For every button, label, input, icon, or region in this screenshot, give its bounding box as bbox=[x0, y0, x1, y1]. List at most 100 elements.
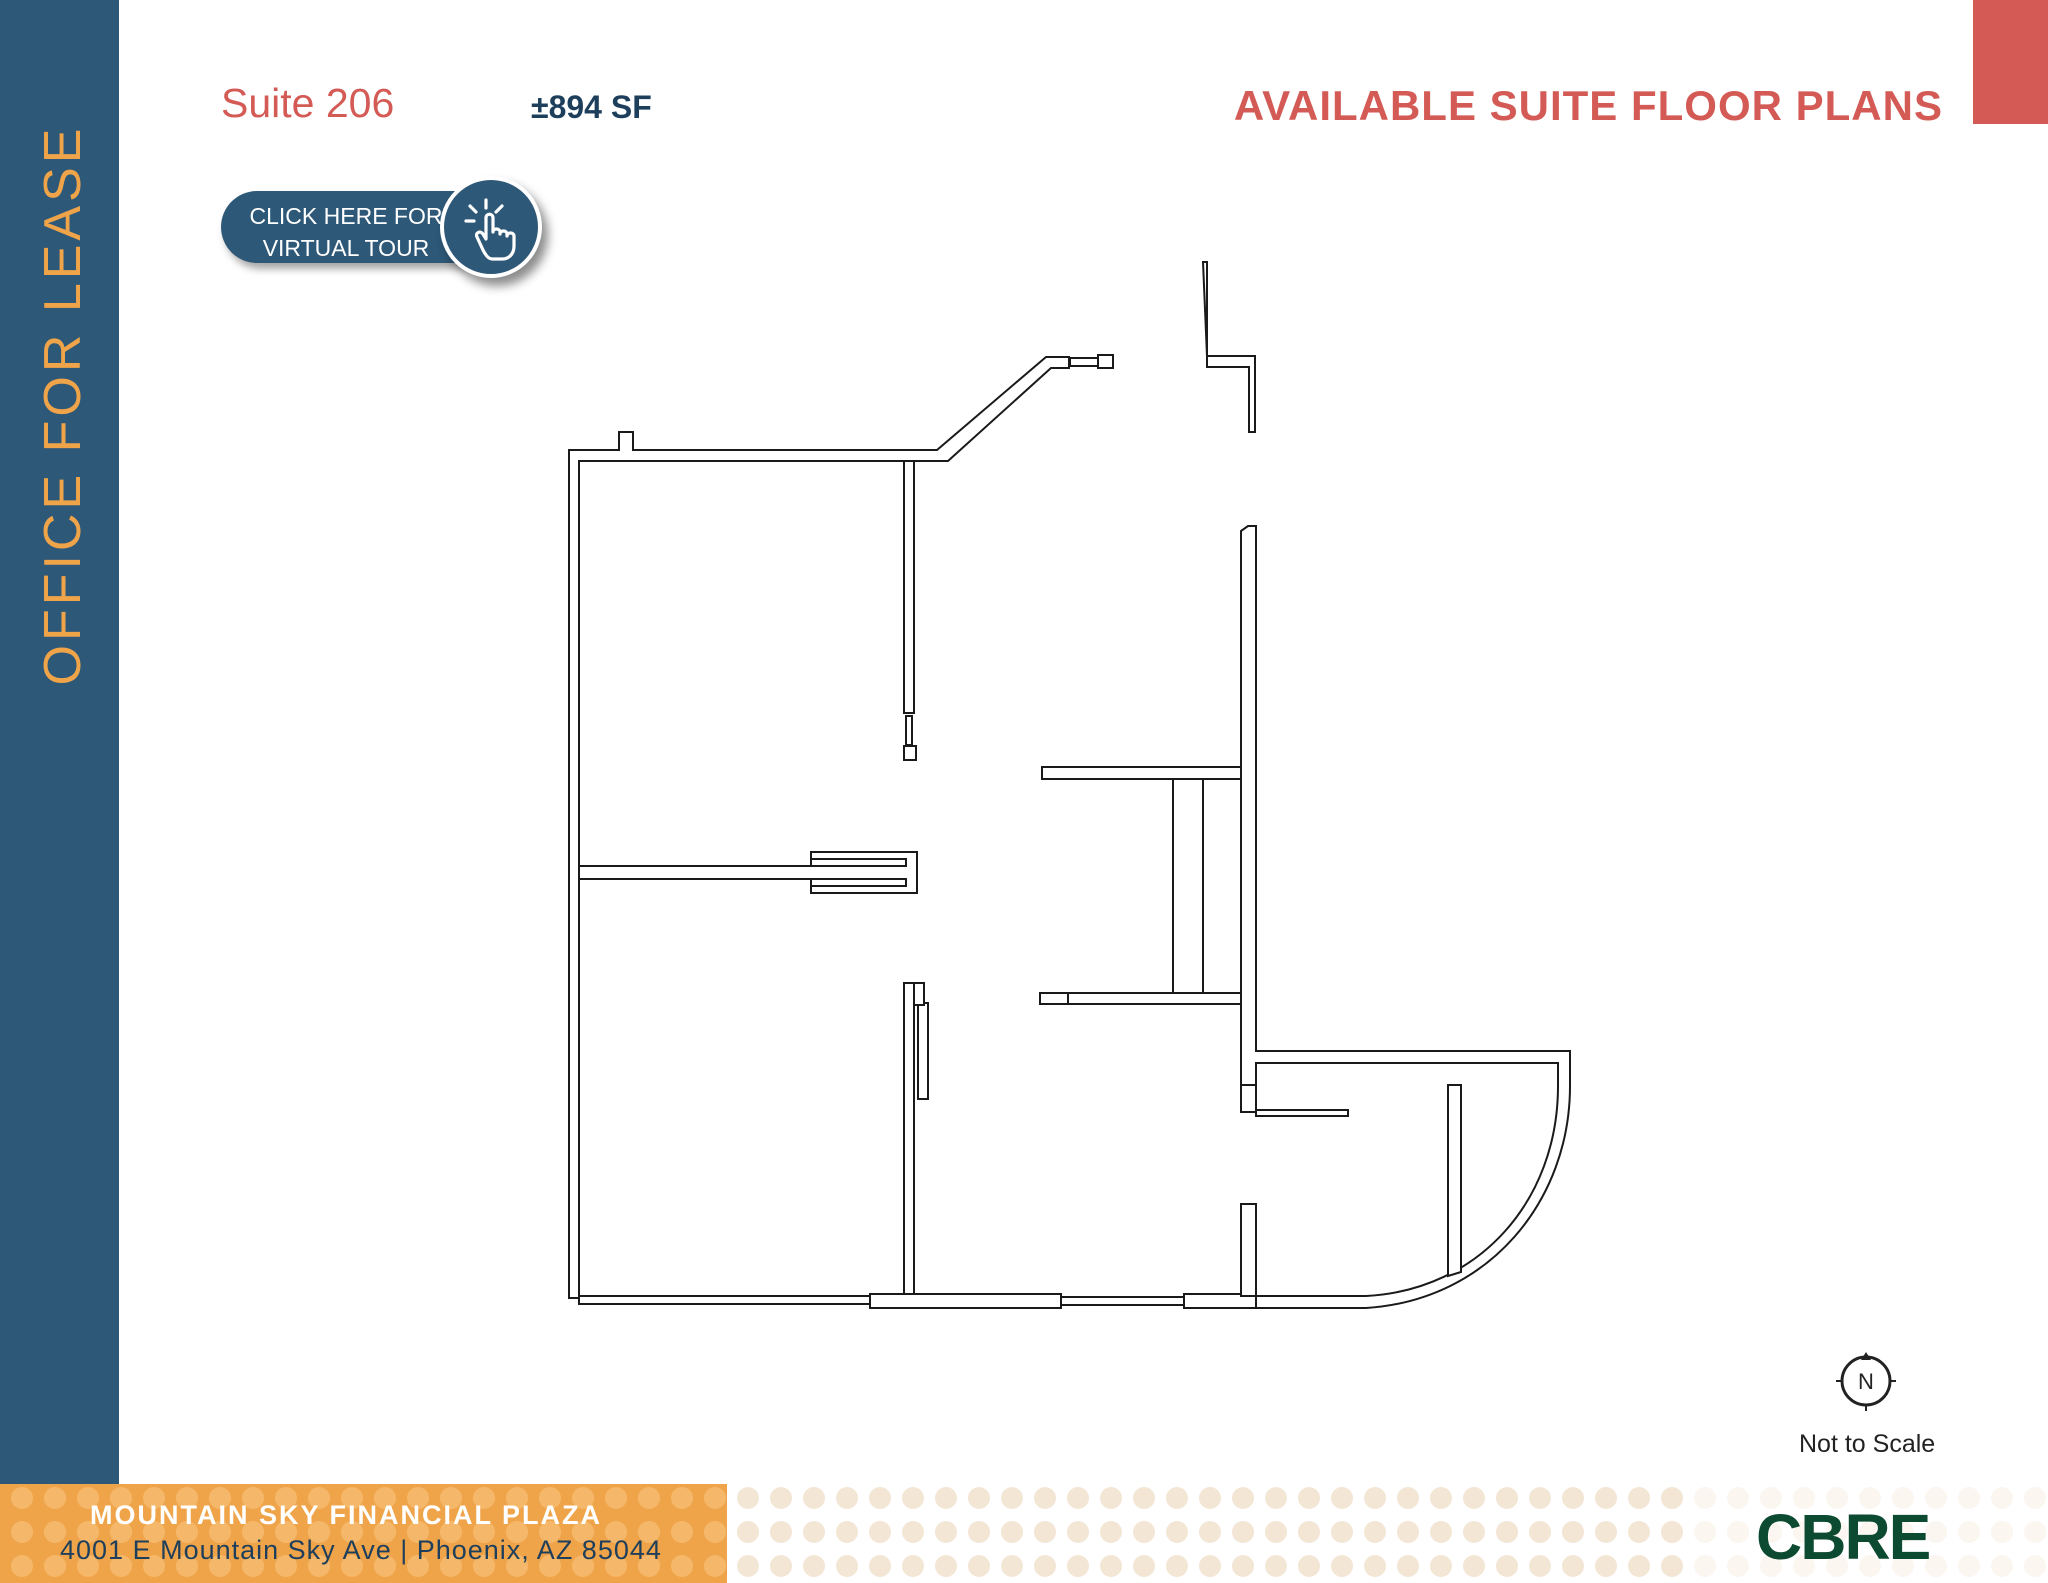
footer-dot bbox=[1001, 1487, 1023, 1509]
footer-dot bbox=[704, 1555, 726, 1577]
footer-dot bbox=[1892, 1487, 1914, 1509]
footer-dot bbox=[275, 1521, 297, 1543]
footer-dot bbox=[803, 1487, 825, 1509]
footer-dot bbox=[1727, 1555, 1749, 1577]
footer-dot bbox=[242, 1521, 264, 1543]
footer-dot bbox=[44, 1521, 66, 1543]
footer-dot bbox=[1133, 1555, 1155, 1577]
floor-plan-wall-bath-bar bbox=[1255, 1109, 1349, 1117]
footer-dot bbox=[1760, 1555, 1782, 1577]
floor-plan-window-mid bbox=[1060, 1296, 1185, 1306]
floor-plan-door-stub bbox=[905, 715, 913, 746]
floor-plan-window-left bbox=[578, 1295, 871, 1305]
footer-dot bbox=[176, 1521, 198, 1543]
footer-dot bbox=[1265, 1555, 1287, 1577]
footer-dot bbox=[671, 1521, 693, 1543]
footer-dot bbox=[1133, 1521, 1155, 1543]
footer-dot bbox=[506, 1555, 528, 1577]
footer-dot bbox=[1925, 1521, 1947, 1543]
footer-dot bbox=[1067, 1555, 1089, 1577]
scale-note: Not to Scale bbox=[1799, 1430, 1936, 1458]
floor-plan-wall-bath-3 bbox=[1447, 1084, 1462, 1278]
footer-dot bbox=[374, 1521, 396, 1543]
footer-dot bbox=[1265, 1521, 1287, 1543]
footer-dot bbox=[242, 1555, 264, 1577]
footer-dot bbox=[275, 1487, 297, 1509]
footer-dot bbox=[572, 1555, 594, 1577]
footer-dot bbox=[440, 1521, 462, 1543]
virtual-tour-button[interactable]: CLICK HERE FOR VIRTUAL TOUR bbox=[221, 176, 542, 286]
footer-dot bbox=[1661, 1555, 1683, 1577]
floor-plan-wall-bottom-left bbox=[869, 1293, 1062, 1309]
footer-dot bbox=[1496, 1521, 1518, 1543]
floor-plan-wall-bath-2 bbox=[1240, 1203, 1257, 1297]
pointing-hand-icon[interactable] bbox=[440, 176, 542, 278]
suite-number: Suite 206 bbox=[221, 80, 395, 126]
footer-dot bbox=[1991, 1555, 2013, 1577]
footer-dot bbox=[209, 1521, 231, 1543]
footer-dot bbox=[374, 1487, 396, 1509]
footer-dot bbox=[1067, 1487, 1089, 1509]
footer-dot bbox=[1331, 1555, 1353, 1577]
footer-dot bbox=[1892, 1555, 1914, 1577]
footer-dot bbox=[440, 1555, 462, 1577]
footer-dot bbox=[110, 1487, 132, 1509]
footer-dot bbox=[671, 1487, 693, 1509]
footer-dot bbox=[1793, 1555, 1815, 1577]
footer-dot bbox=[935, 1521, 957, 1543]
footer-dot bbox=[638, 1487, 660, 1509]
footer-dot bbox=[968, 1487, 990, 1509]
footer-dot bbox=[11, 1487, 33, 1509]
pointing-hand-svg bbox=[464, 198, 516, 261]
footer-dot bbox=[341, 1521, 363, 1543]
footer-dot bbox=[1298, 1487, 1320, 1509]
footer-dot bbox=[1133, 1487, 1155, 1509]
footer-dot bbox=[1496, 1555, 1518, 1577]
footer-dot bbox=[1364, 1555, 1386, 1577]
virtual-tour-label[interactable]: CLICK HERE FOR VIRTUAL TOUR bbox=[221, 200, 471, 264]
virtual-tour-label-line1: CLICK HERE FOR bbox=[249, 203, 443, 229]
floor-plan-column-small bbox=[903, 745, 917, 761]
footer-dot bbox=[1595, 1555, 1617, 1577]
footer-dot bbox=[1958, 1555, 1980, 1577]
footer-dot bbox=[737, 1487, 759, 1509]
footer-dot bbox=[1232, 1521, 1254, 1543]
footer-dot bbox=[704, 1487, 726, 1509]
footer-dot bbox=[44, 1487, 66, 1509]
floor-plan-wall-bath-1 bbox=[1240, 1084, 1257, 1113]
footer-dot bbox=[1859, 1521, 1881, 1543]
footer-dot bbox=[1034, 1487, 1056, 1509]
footer-dot bbox=[1364, 1487, 1386, 1509]
footer-dot bbox=[1529, 1521, 1551, 1543]
footer-dot bbox=[1892, 1521, 1914, 1543]
page-title: AVAILABLE SUITE FLOOR PLANS bbox=[1233, 82, 1943, 129]
footer-dot bbox=[143, 1521, 165, 1543]
footer-dot bbox=[506, 1521, 528, 1543]
footer-dot bbox=[1793, 1487, 1815, 1509]
footer-dot bbox=[1100, 1521, 1122, 1543]
footer-dot bbox=[77, 1487, 99, 1509]
footer-dot bbox=[1661, 1521, 1683, 1543]
floor-plan-wall-top bbox=[568, 356, 1070, 1299]
footer-dot bbox=[1463, 1521, 1485, 1543]
footer-dot bbox=[1562, 1521, 1584, 1543]
footer-dot bbox=[1430, 1521, 1452, 1543]
footer-dot bbox=[407, 1555, 429, 1577]
floor-plan-column bbox=[1097, 354, 1114, 369]
footer-dot bbox=[1034, 1555, 1056, 1577]
north-letter: N bbox=[1858, 1369, 1874, 1394]
footer-dot bbox=[1628, 1555, 1650, 1577]
footer-dot bbox=[1001, 1521, 1023, 1543]
footer-dot bbox=[308, 1521, 330, 1543]
footer-dot bbox=[1595, 1521, 1617, 1543]
north-arrow-icon: N bbox=[1836, 1352, 1896, 1411]
footer-dot bbox=[473, 1521, 495, 1543]
floor-plan-wall-lower-center bbox=[903, 982, 915, 1295]
footer-dot bbox=[110, 1555, 132, 1577]
footer-dot bbox=[539, 1521, 561, 1543]
footer-dot bbox=[869, 1521, 891, 1543]
floor-plan-wall-center bbox=[903, 460, 915, 714]
footer-dot bbox=[275, 1555, 297, 1577]
footer-dot bbox=[572, 1487, 594, 1509]
